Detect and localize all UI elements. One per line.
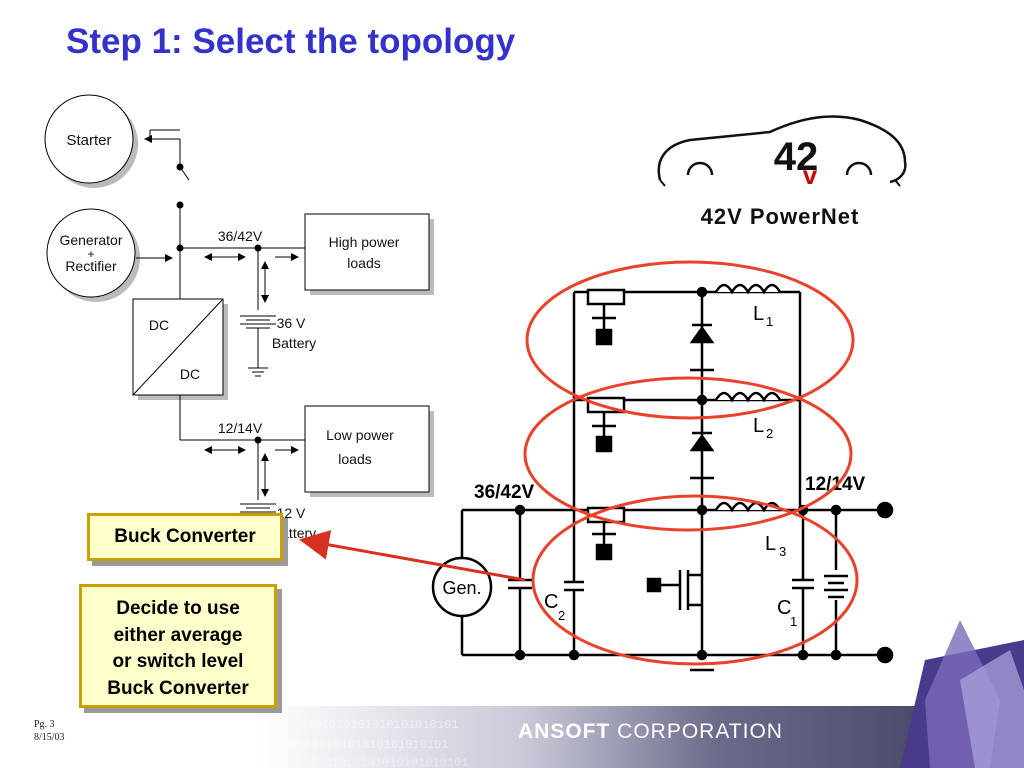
page-info: Pg. 3 8/15/03 — [34, 718, 65, 744]
powernet-logo: 42 v 42V PowerNet — [657, 115, 907, 229]
block-diagram — [44, 94, 434, 517]
footer-band: 0101010101010101010101 01010101010101010… — [260, 620, 1024, 768]
ellipse-leg-2 — [523, 376, 853, 532]
page-date: 8/15/03 — [34, 732, 65, 743]
car-outline-icon — [657, 115, 907, 184]
high-loads-label-2: loads — [347, 255, 380, 271]
highlight-ellipses — [523, 260, 859, 666]
input-voltage-label: 36/42V — [474, 482, 535, 503]
footer-binary-3: 0101010101010101010101 — [310, 756, 468, 768]
dcdc-top-label: DC — [149, 317, 169, 333]
callout-arrow — [299, 530, 526, 582]
l2-label: L — [753, 415, 764, 437]
generator-label: Generator — [59, 232, 122, 248]
ellipse-leg-1 — [525, 260, 855, 420]
company-light: CORPORATION — [617, 720, 783, 743]
gen-label: Gen. — [442, 578, 481, 598]
low-loads-label-2: loads — [338, 451, 371, 467]
logo-number: 42 — [774, 135, 819, 179]
c1-sub: 1 — [790, 614, 797, 629]
footer-binary: 0101010101010101010101 — [300, 718, 458, 732]
battery-high-voltage: 36 V — [277, 315, 306, 331]
battery-high-label: Battery — [272, 335, 316, 351]
starter-label: Starter — [66, 132, 111, 149]
l1-sub: 1 — [766, 314, 773, 329]
decide-line-1: Decide to use — [116, 598, 240, 619]
rectifier-label: Rectifier — [65, 258, 117, 274]
l2-sub: 2 — [766, 426, 773, 441]
high-loads-label: High power — [329, 234, 400, 250]
l1-label: L — [753, 303, 764, 325]
logo-v: v — [803, 160, 818, 190]
l3-label: L — [765, 533, 776, 555]
decide-callout: Decide to use either average or switch l… — [79, 584, 277, 708]
company-name: ANSOFT CORPORATION — [518, 720, 783, 744]
bus-low-label: 12/14V — [218, 420, 263, 436]
slide-title: Step 1: Select the topology — [66, 22, 516, 61]
ellipse-leg-3 — [531, 494, 859, 666]
c1-label: C — [777, 597, 791, 619]
company-bold: ANSOFT — [518, 720, 611, 743]
page-number: Pg. 3 — [34, 719, 55, 730]
generator-plus: + — [87, 247, 94, 261]
decide-line-3: or switch level — [112, 651, 244, 672]
low-loads-label: Low power — [326, 427, 394, 443]
decide-line-2: either average — [113, 624, 243, 646]
bus-high-label: 36/42V — [218, 228, 263, 244]
battery-low-voltage: 12 V — [277, 505, 306, 521]
footer-binary-2: 0101010101010101010101 — [290, 738, 448, 752]
buck-converter-callout: Buck Converter — [87, 513, 283, 561]
l3-sub: 3 — [779, 544, 786, 559]
logo-name: 42V PowerNet — [701, 204, 860, 229]
c2-label: C — [544, 591, 558, 613]
c2-sub: 2 — [558, 608, 565, 623]
dcdc-bottom-label: DC — [180, 366, 200, 382]
decide-line-4: Buck Converter — [107, 677, 249, 699]
